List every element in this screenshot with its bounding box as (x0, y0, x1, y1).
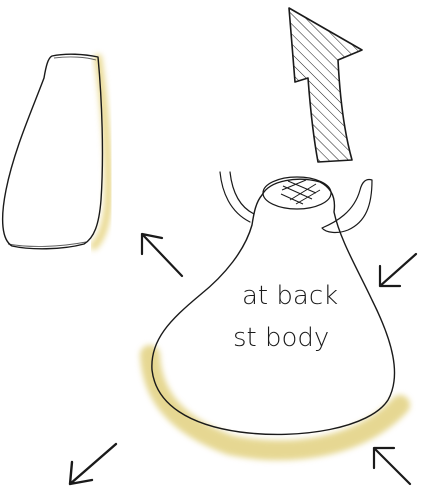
body-top-opening (263, 177, 331, 209)
left-bottle-outline-sketch (8, 57, 96, 247)
arrow-down-left-icon (380, 254, 416, 286)
arrow-up-left-icon (142, 234, 182, 276)
left-arm-sketch (220, 172, 254, 222)
arrow-up-left-icon (374, 448, 410, 484)
caption-line-1: at back (242, 283, 338, 309)
left-bottle-sketch (3, 54, 109, 249)
body-sketch (150, 172, 400, 450)
left-bottle-outline (3, 54, 103, 249)
hatched-up-arrow-icon (289, 8, 362, 162)
arrow-down-left-icon (70, 444, 116, 484)
caption-line-2: st body (233, 325, 329, 351)
body-top-crosshatch (281, 180, 320, 204)
body-bottom-shadow (150, 355, 400, 450)
left-bottle-shadow (94, 58, 108, 246)
